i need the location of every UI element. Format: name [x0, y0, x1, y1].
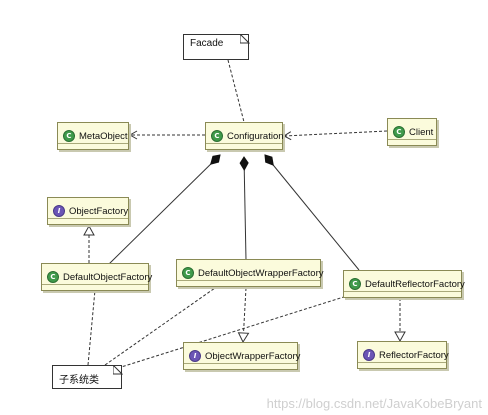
defaultobjectwrapperfactory-label: DefaultObjectWrapperFactory: [198, 267, 324, 279]
class-icon: C: [393, 126, 405, 138]
objectfactory-label: ObjectFactory: [69, 205, 129, 217]
note-fold-icon: [113, 365, 123, 375]
class-icon: C: [349, 278, 361, 290]
defaultreflectorfactory-label: DefaultReflectorFactory: [365, 278, 465, 290]
metaobject-label: MetaObject: [79, 130, 128, 142]
class-icon: C: [63, 130, 75, 142]
interface-icon: I: [189, 350, 201, 362]
metaobject-class[interactable]: C MetaObject: [57, 122, 129, 150]
subsystem-label: 子系统类: [59, 375, 99, 386]
watermark: https://blog.csdn.net/JavaKobeBryant: [266, 396, 482, 411]
defaultobjectfactory-label: DefaultObjectFactory: [63, 271, 153, 283]
note-fold-icon: [240, 34, 250, 44]
objectfactory-interface[interactable]: I ObjectFactory: [47, 197, 129, 225]
client-class[interactable]: C Client: [387, 118, 437, 146]
edge-subsystem-defaultobjectfactory: [87, 289, 96, 366]
configuration-label: Configuration: [227, 130, 284, 142]
subsystem-note: 子系统类: [52, 365, 122, 389]
edge-subsystem-defaultobjectwrapperfactory: [104, 287, 216, 366]
class-icon: C: [47, 271, 59, 283]
client-label: Client: [409, 126, 434, 138]
facade-note: Facade: [183, 34, 249, 60]
edge-facade-configuration: [227, 59, 245, 123]
class-icon: C: [182, 267, 194, 279]
interface-icon: I: [363, 349, 375, 361]
edge-configuration-defaultobjectfactory: [108, 154, 221, 265]
defaultobjectfactory-class[interactable]: C DefaultObjectFactory: [41, 263, 153, 291]
reflectorfactory-interface[interactable]: I ReflectorFactory: [357, 341, 449, 369]
configuration-class[interactable]: C Configuration: [205, 122, 284, 150]
facade-label: Facade: [190, 38, 224, 49]
defaultreflectorfactory-class[interactable]: C DefaultReflectorFactory: [343, 270, 465, 298]
edge-defaultobjectwrapperfactory-objectwrapperfactory: [237, 287, 250, 344]
edge-client-configuration: [282, 130, 388, 141]
edge-configuration-defaultreflectorfactory: [264, 154, 360, 271]
interface-icon: I: [53, 205, 65, 217]
objectwrapperfactory-label: ObjectWrapperFactory: [205, 350, 301, 362]
defaultobjectwrapperfactory-class[interactable]: C DefaultObjectWrapperFactory: [176, 259, 324, 287]
objectwrapperfactory-interface[interactable]: I ObjectWrapperFactory: [183, 342, 301, 370]
reflectorfactory-label: ReflectorFactory: [379, 349, 449, 361]
edge-subsystem-defaultreflectorfactory: [117, 294, 351, 369]
class-icon: C: [211, 130, 223, 142]
edge-configuration-defaultobjectwrapperfactory: [239, 156, 249, 261]
